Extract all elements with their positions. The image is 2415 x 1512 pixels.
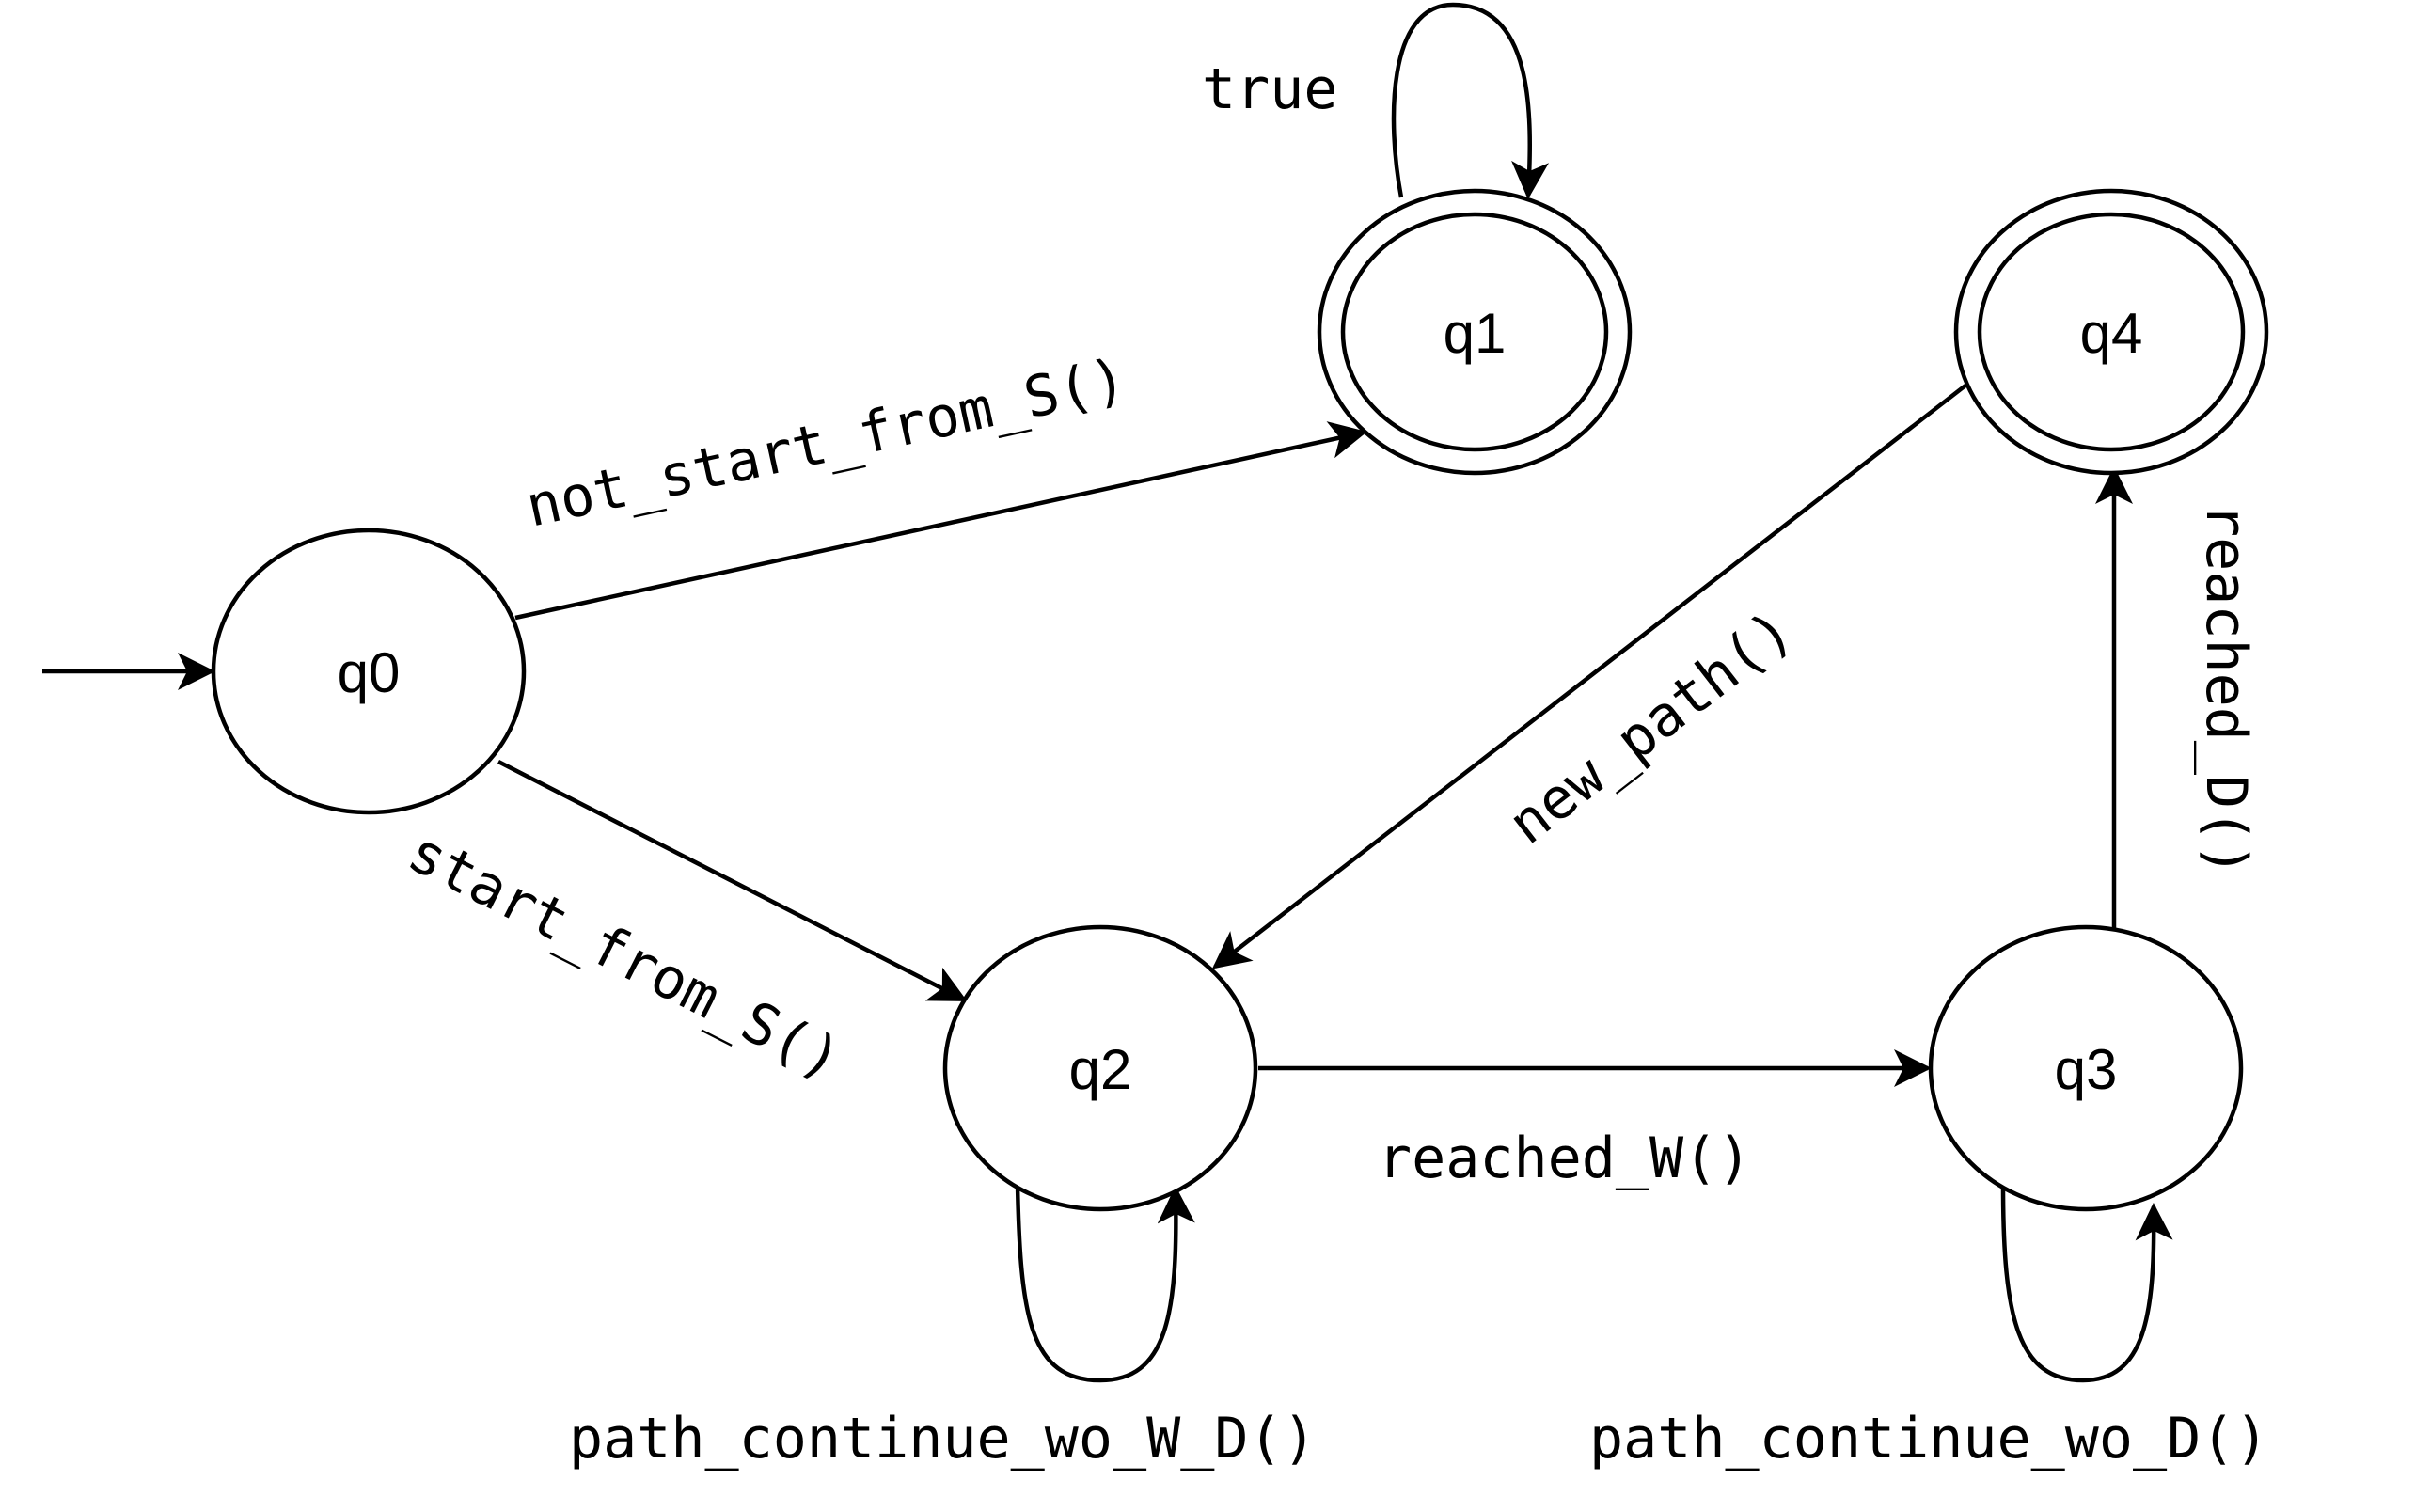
edge-q3-self <box>2000 1184 2173 1383</box>
state-q0: q0 <box>211 528 527 815</box>
state-q1: q1 <box>1317 188 1633 476</box>
state-q0-label: q0 <box>338 641 401 704</box>
state-q3-label: q3 <box>2055 1038 2118 1101</box>
state-q1-label: q1 <box>1444 302 1507 365</box>
label-true: true <box>1202 56 1338 122</box>
label-new-path: new_path() <box>1496 597 1805 858</box>
label-reached-d: reached_D() <box>2193 503 2259 876</box>
label-not-start-from-s: not_start_from_S() <box>520 346 1131 541</box>
state-q3: q3 <box>1928 924 2244 1212</box>
edge-q1-self <box>1391 2 1550 199</box>
state-q2-label: q2 <box>1069 1038 1132 1101</box>
state-q2: q2 <box>942 924 1258 1212</box>
edge-q0-q2 <box>497 759 968 1002</box>
state-q4: q4 <box>1953 188 2269 476</box>
label-start-from-s: start_from_S() <box>398 819 851 1094</box>
label-path-continue-wo-d: path_continue_wo_D() <box>1589 1406 2268 1472</box>
label-reached-w: reached_W() <box>1378 1126 1751 1191</box>
edge-q0-q1 <box>514 421 1367 621</box>
state-q4-label: q4 <box>2080 302 2143 365</box>
edge-q4-q2 <box>1211 384 1967 969</box>
edge-q2-self <box>1015 1184 1195 1383</box>
label-path-continue-wo-w-d: path_continue_wo_W_D() <box>569 1406 1317 1472</box>
